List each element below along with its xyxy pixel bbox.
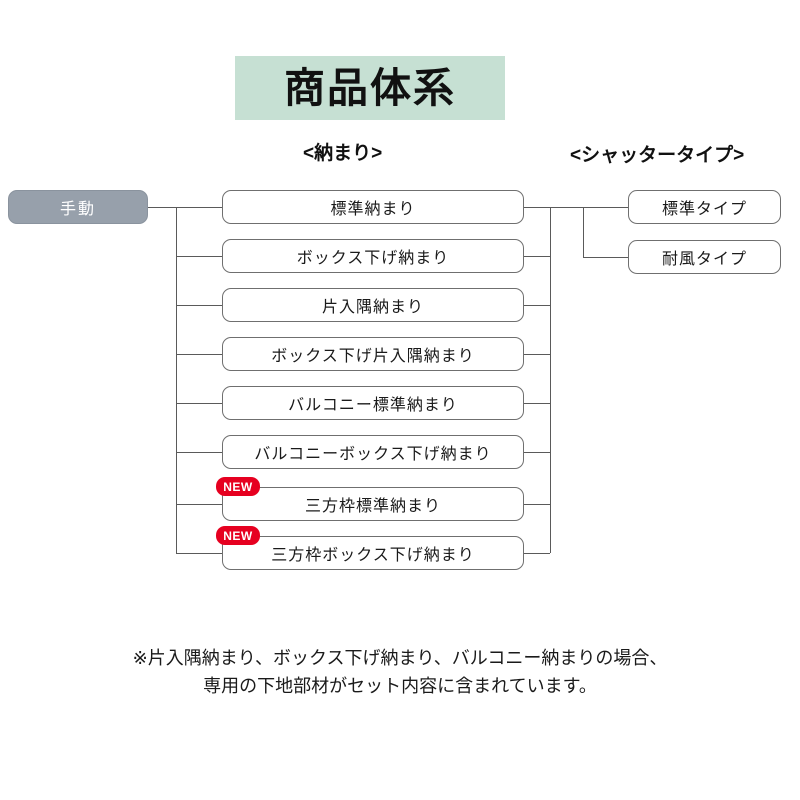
connector-branch-3 (176, 305, 222, 306)
column-heading-nomari: <納まり> (303, 143, 383, 164)
connector-branch-2 (176, 256, 222, 257)
footer-note-line1: ※片入隅納まり、ボックス下げ納まり、バルコニー納まりの場合、 (132, 648, 668, 668)
connector-out-5 (524, 403, 550, 404)
column-heading-shutter: <シャッタータイプ> (570, 145, 745, 166)
connector-out-6 (524, 452, 550, 453)
node-shutter-1[interactable]: 標準タイプ (628, 190, 781, 224)
node-root-manual-label: 手動 (59, 201, 96, 218)
connector-out-1 (524, 207, 583, 208)
node-nomari-4-label: ボックス下げ片入隅納まり (271, 348, 475, 365)
new-badge-nomari-7-text: NEW (223, 479, 253, 494)
connector-out-2 (524, 256, 550, 257)
connector-out-8 (524, 553, 550, 554)
node-nomari-6[interactable]: バルコニーボックス下げ納まり (222, 435, 524, 469)
footer-note-line2: 専用の下地部材がセット内容に含まれています。 (203, 675, 597, 696)
connector-out-7 (524, 504, 550, 505)
connector-shutter-branch-2 (583, 257, 628, 258)
node-nomari-5[interactable]: バルコニー標準納まり (222, 386, 524, 420)
title-banner: 商品体系 (235, 56, 505, 120)
node-shutter-2[interactable]: 耐風タイプ (628, 240, 781, 274)
connector-out-4 (524, 354, 550, 355)
footer-note: ※片入隅納まり、ボックス下げ納まり、バルコニー納まりの場合、 専用の下地部材がセ… (0, 645, 800, 701)
node-nomari-3[interactable]: 片入隅納まり (222, 288, 524, 322)
connector-branch-8 (176, 553, 222, 554)
node-shutter-2-label: 耐風タイプ (661, 251, 747, 268)
node-nomari-2[interactable]: ボックス下げ納まり (222, 239, 524, 273)
new-badge-nomari-8: NEW (216, 526, 260, 545)
connector-right-collector (550, 207, 551, 553)
node-nomari-8-label: 三方枠ボックス下げ納まり (271, 547, 475, 564)
node-nomari-7-label: 三方枠標準納まり (304, 498, 441, 515)
node-shutter-1-label: 標準タイプ (661, 201, 747, 218)
node-nomari-8[interactable]: 三方枠ボックス下げ納まり (222, 536, 524, 570)
connector-shutter-branch-1 (583, 207, 628, 208)
node-nomari-5-label: バルコニー標準納まり (288, 397, 458, 414)
connector-shutter-trunk (583, 207, 584, 257)
connector-out-3 (524, 305, 550, 306)
node-nomari-3-label: 片入隅納まり (321, 299, 424, 316)
connector-root-stub (148, 207, 176, 208)
connector-left-trunk (176, 207, 177, 553)
node-nomari-7[interactable]: 三方枠標準納まり (222, 487, 524, 521)
node-nomari-4[interactable]: ボックス下げ片入隅納まり (222, 337, 524, 371)
connector-branch-5 (176, 403, 222, 404)
page-title: 商品体系 (284, 64, 456, 111)
node-root-manual[interactable]: 手動 (8, 190, 148, 224)
node-nomari-1-label: 標準納まり (330, 201, 416, 218)
connector-branch-4 (176, 354, 222, 355)
node-nomari-1[interactable]: 標準納まり (222, 190, 524, 224)
node-nomari-2-label: ボックス下げ納まり (296, 250, 450, 267)
node-nomari-6-label: バルコニーボックス下げ納まり (254, 446, 492, 463)
new-badge-nomari-8-text: NEW (223, 528, 253, 543)
new-badge-nomari-7: NEW (216, 477, 260, 496)
connector-branch-1 (176, 207, 222, 208)
connector-branch-7 (176, 504, 222, 505)
connector-branch-6 (176, 452, 222, 453)
